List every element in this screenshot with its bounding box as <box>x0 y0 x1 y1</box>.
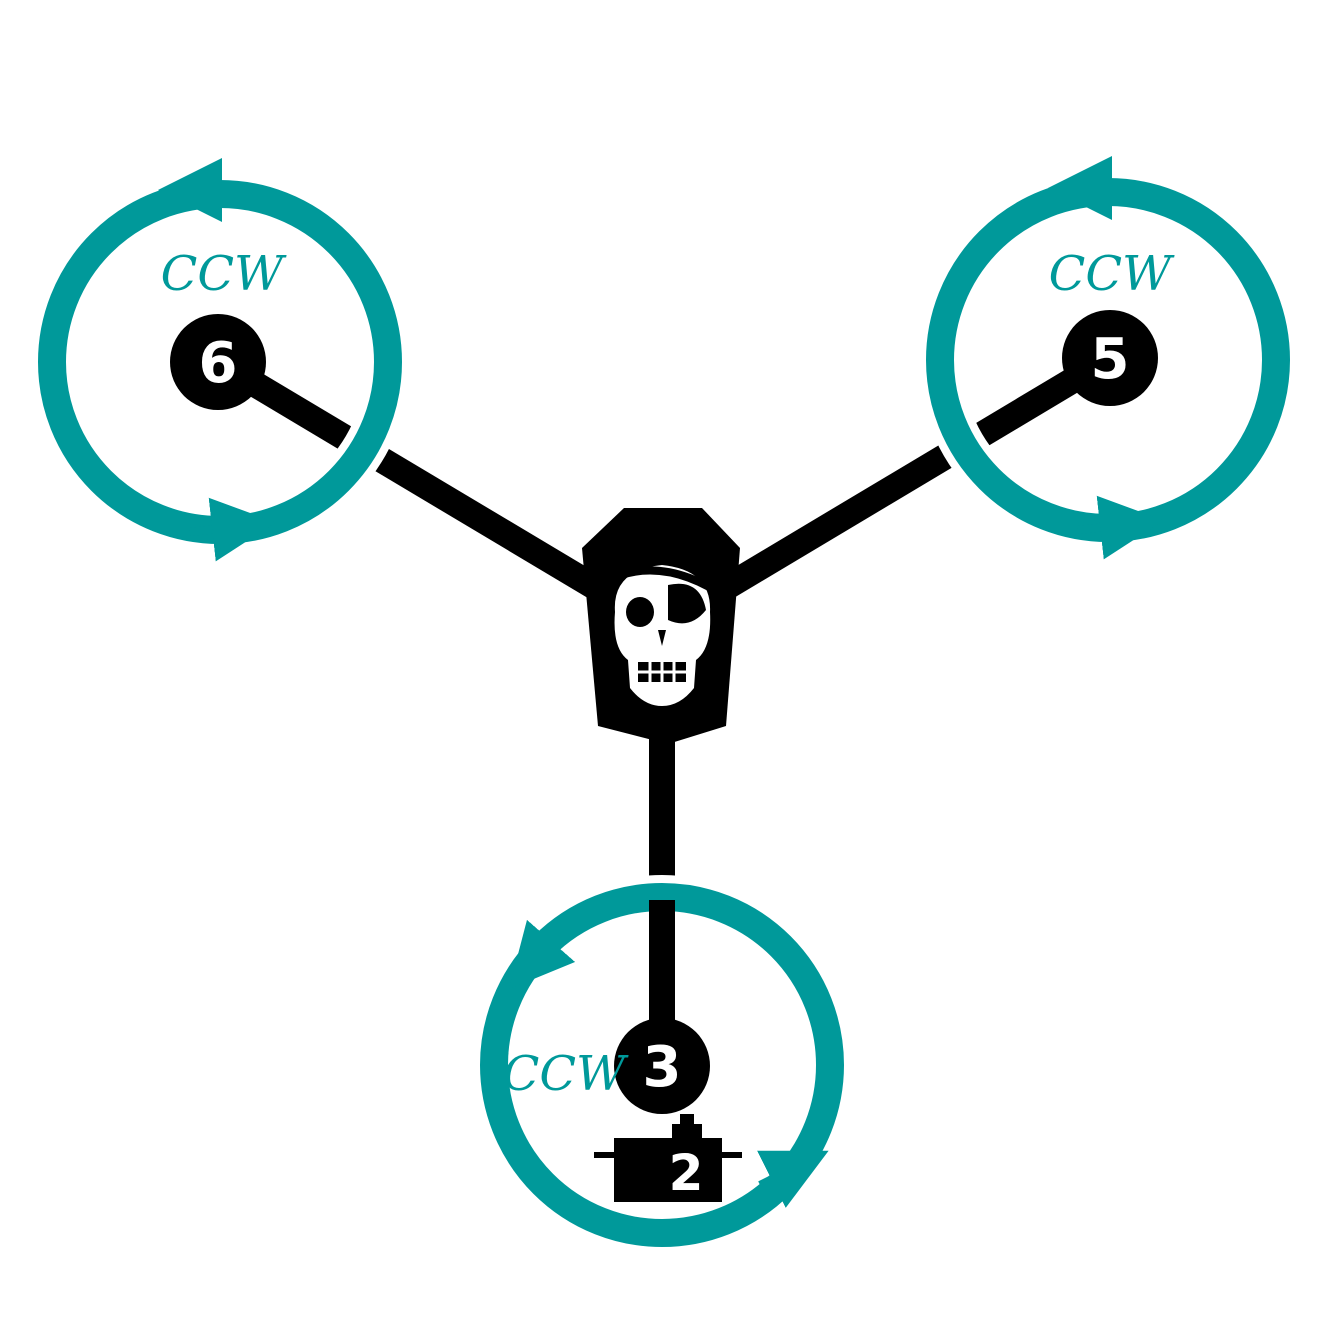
motor-3-direction-label: CCW <box>503 1046 629 1102</box>
arm-motor-5 <box>673 346 1117 627</box>
motor-3-number: 3 <box>643 1035 682 1100</box>
rotation-arrow-bottom-5 <box>1077 495 1164 560</box>
rotation-arrow-left-3 <box>508 919 576 990</box>
motor-3-ring <box>472 875 852 1255</box>
motor-5-ring <box>918 156 1298 560</box>
motor-3-hub: 3 <box>614 1018 710 1114</box>
rotation-arrow-bottom-6 <box>189 497 276 562</box>
prop-ring-3 <box>480 883 844 1247</box>
servo-number: 2 <box>669 1144 704 1202</box>
arm-motor-6 <box>211 350 657 632</box>
servo-icon: 2 <box>594 1114 742 1202</box>
motor-6-number: 6 <box>199 331 238 396</box>
motor-6-ring <box>30 158 410 562</box>
motor-5-direction-label: CCW <box>1049 246 1175 302</box>
motor-6-hub: 6 <box>170 314 266 410</box>
motor-5-number: 5 <box>1091 327 1130 392</box>
rotation-arrow-right-3 <box>757 1150 829 1208</box>
motor-6-direction-label: CCW <box>161 246 287 302</box>
pirate-skull-icon <box>602 565 733 706</box>
motor-5-hub: 5 <box>1062 310 1158 406</box>
flight-controller <box>582 508 740 744</box>
